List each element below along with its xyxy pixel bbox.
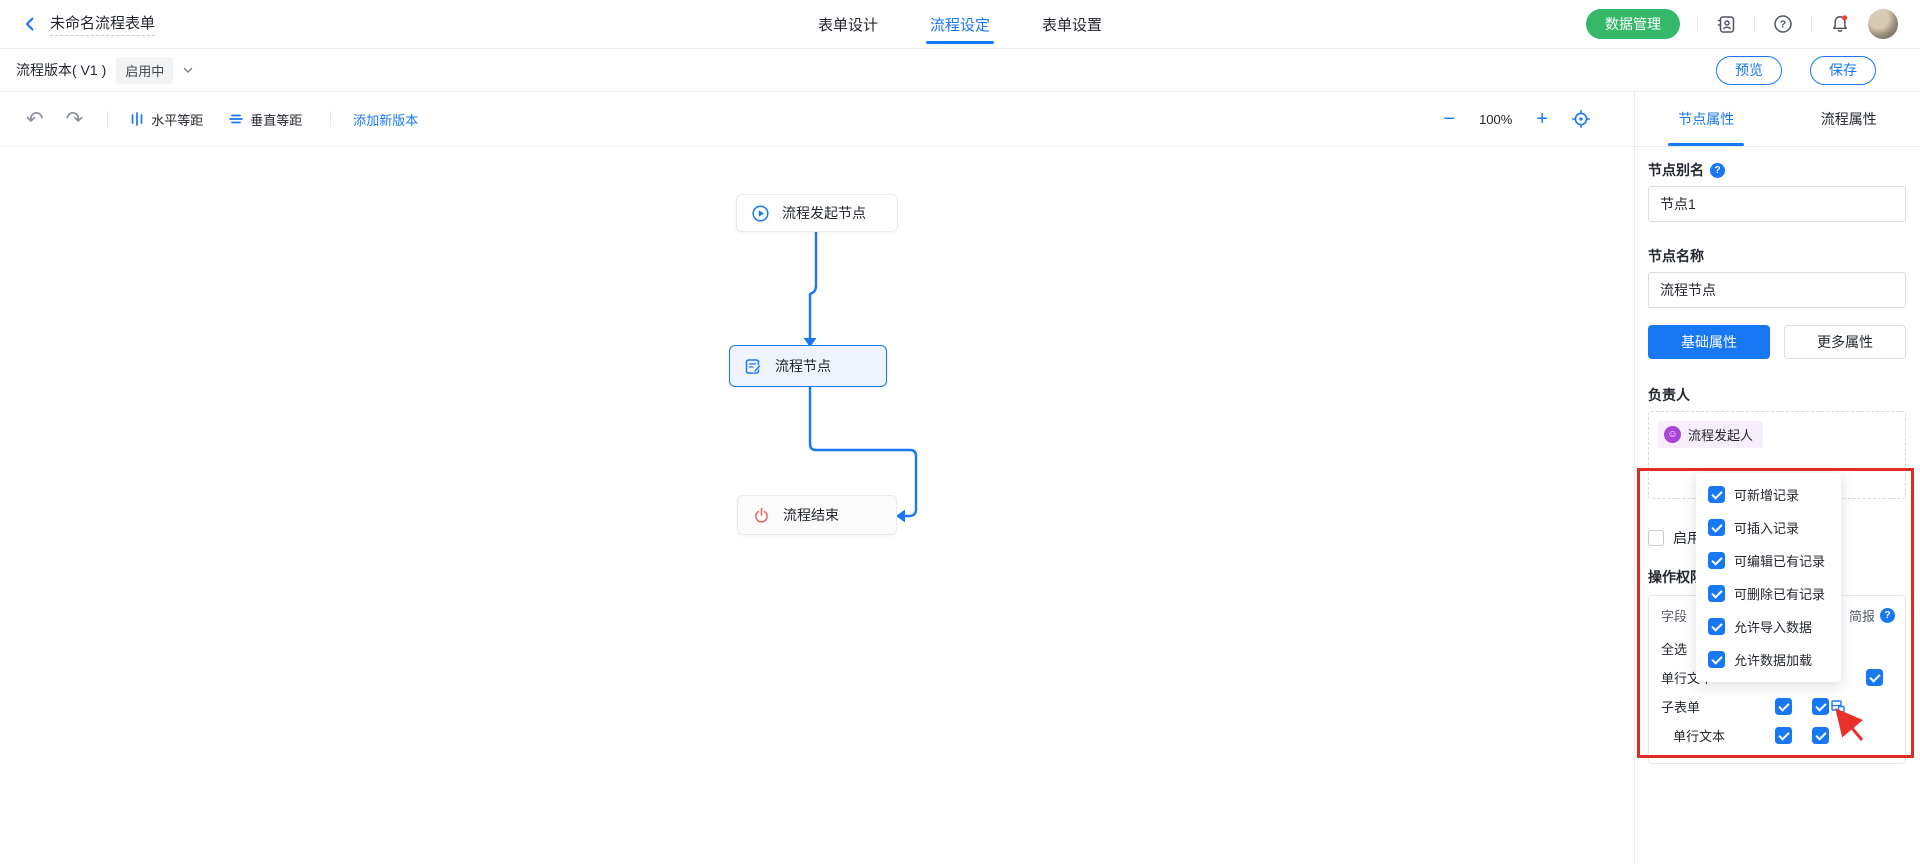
- menu-item-edit-record[interactable]: 可编辑已有记录: [1696, 544, 1841, 577]
- save-button[interactable]: 保存: [1810, 55, 1876, 85]
- owner-tag[interactable]: ☺ 流程发起人: [1658, 421, 1764, 448]
- data-manage-button[interactable]: 数据管理: [1586, 9, 1680, 39]
- tab-flow-properties[interactable]: 流程属性: [1820, 111, 1877, 127]
- divider: [107, 111, 109, 127]
- divider: [1697, 16, 1698, 32]
- power-icon: [755, 507, 768, 523]
- checked-checkbox[interactable]: [1708, 552, 1725, 569]
- page-title[interactable]: 未命名流程表单: [50, 12, 156, 36]
- notification-bell-icon[interactable]: [1829, 13, 1851, 35]
- help-icon[interactable]: ?: [1880, 607, 1895, 623]
- edit-checkbox[interactable]: [1812, 698, 1829, 715]
- node-label: 流程节点: [775, 358, 831, 374]
- table-row-subform-child: 单行文本: [1649, 721, 1905, 750]
- column-header-brief: 简报: [1848, 608, 1875, 624]
- basic-properties-button[interactable]: 基础属性: [1648, 325, 1770, 359]
- node-label: 流程发起节点: [782, 205, 866, 221]
- document-edit-icon: [745, 358, 762, 374]
- node-label: 流程结束: [783, 507, 839, 523]
- menu-item-data-load[interactable]: 允许数据加载: [1696, 643, 1841, 676]
- preview-button[interactable]: 预览: [1716, 55, 1782, 85]
- table-row-select-all: 全选: [1661, 642, 1688, 657]
- node-name-input[interactable]: [1648, 272, 1906, 308]
- owner-select-area[interactable]: ☺ 流程发起人: [1648, 411, 1906, 499]
- play-circle-icon: [752, 204, 769, 222]
- vertical-spacing-button[interactable]: 垂直等距: [229, 110, 302, 129]
- record-permissions-dropdown: 可新增记录 可插入记录 可编辑已有记录 可删除已有记录 允许导入数据 允许数据加…: [1696, 473, 1841, 682]
- horizontal-spacing-icon: [131, 112, 143, 126]
- flow-start-node[interactable]: 流程发起节点: [736, 194, 898, 232]
- horizontal-spacing-button[interactable]: 水平等距: [130, 110, 203, 129]
- more-properties-button[interactable]: 更多属性: [1784, 325, 1906, 359]
- node-name-label: 节点名称: [1648, 248, 1704, 264]
- notification-dot: [1842, 15, 1848, 21]
- divider: [330, 111, 332, 127]
- flow-canvas[interactable]: 流程发起节点 流程节点 流程结束: [0, 147, 1634, 863]
- main-tabs: 表单设计 流程设定 表单设置: [818, 0, 1102, 48]
- node-alias-input[interactable]: [1648, 186, 1906, 222]
- add-version-button[interactable]: 添加新版本: [353, 112, 419, 128]
- redo-icon[interactable]: ↷: [65, 107, 84, 131]
- checked-checkbox[interactable]: [1708, 651, 1725, 668]
- chevron-down-icon[interactable]: [182, 64, 194, 76]
- checked-checkbox[interactable]: [1708, 486, 1725, 503]
- help-icon[interactable]: ?: [1772, 13, 1794, 35]
- svg-text:?: ?: [1780, 19, 1786, 31]
- menu-item-import-data[interactable]: 允许导入数据: [1696, 610, 1841, 643]
- version-label: 流程版本( V1 ): [16, 62, 107, 78]
- back-button[interactable]: [22, 16, 38, 32]
- tab-form-setting[interactable]: 表单设置: [1042, 16, 1103, 34]
- zoom-out-button[interactable]: −: [1443, 108, 1456, 130]
- vertical-spacing-icon: [229, 114, 244, 124]
- tab-form-design[interactable]: 表单设计: [817, 16, 878, 34]
- checked-checkbox[interactable]: [1708, 618, 1725, 635]
- table-row-subform: 子表单: [1649, 692, 1905, 721]
- version-bar: 流程版本( V1 ) 启用中 预览 保存: [0, 49, 1920, 92]
- avatar[interactable]: [1868, 9, 1898, 39]
- menu-item-insert-record[interactable]: 可插入记录: [1696, 511, 1841, 544]
- view-checkbox[interactable]: [1775, 727, 1792, 744]
- zoom-level: 100%: [1479, 111, 1513, 127]
- top-header: 未命名流程表单 表单设计 流程设定 表单设置 数据管理 ?: [0, 0, 1920, 49]
- tab-flow-setting[interactable]: 流程设定: [925, 0, 995, 48]
- tab-node-properties[interactable]: 节点属性: [1635, 92, 1778, 146]
- status-badge: 启用中: [116, 56, 174, 84]
- menu-item-add-record[interactable]: 可新增记录: [1696, 478, 1841, 511]
- divider: [1754, 16, 1755, 32]
- view-checkbox[interactable]: [1775, 698, 1792, 715]
- enable-checkbox[interactable]: [1648, 530, 1664, 546]
- owner-label: 负责人: [1648, 387, 1690, 403]
- column-header-field: 字段: [1661, 608, 1688, 624]
- locate-target-icon[interactable]: [1572, 110, 1590, 128]
- node-alias-label: 节点别名: [1648, 162, 1704, 178]
- undo-icon[interactable]: ↶: [26, 107, 44, 131]
- address-book-icon[interactable]: [1715, 13, 1737, 35]
- person-icon: ☺: [1664, 426, 1681, 443]
- operation-permission-label: 操作权限: [1648, 569, 1704, 585]
- checked-checkbox[interactable]: [1708, 519, 1725, 536]
- divider: [1811, 16, 1812, 32]
- chevron-left-icon: [26, 17, 34, 31]
- subform-settings-icon[interactable]: [1831, 699, 1845, 713]
- zoom-in-button[interactable]: +: [1536, 108, 1548, 130]
- canvas-toolbar: ↶ ↷ 水平等距 垂直等距 添加新版本 − 100% +: [0, 92, 1634, 147]
- help-icon[interactable]: ?: [1710, 162, 1725, 178]
- menu-item-delete-record[interactable]: 可删除已有记录: [1696, 577, 1841, 610]
- checked-checkbox[interactable]: [1708, 585, 1725, 602]
- enable-label: 启用: [1673, 530, 1701, 546]
- brief-checkbox[interactable]: [1866, 669, 1883, 686]
- edit-checkbox[interactable]: [1812, 727, 1829, 744]
- flow-process-node[interactable]: 流程节点: [729, 345, 887, 387]
- flow-connectors: [803, 232, 918, 523]
- flow-end-node[interactable]: 流程结束: [737, 495, 897, 535]
